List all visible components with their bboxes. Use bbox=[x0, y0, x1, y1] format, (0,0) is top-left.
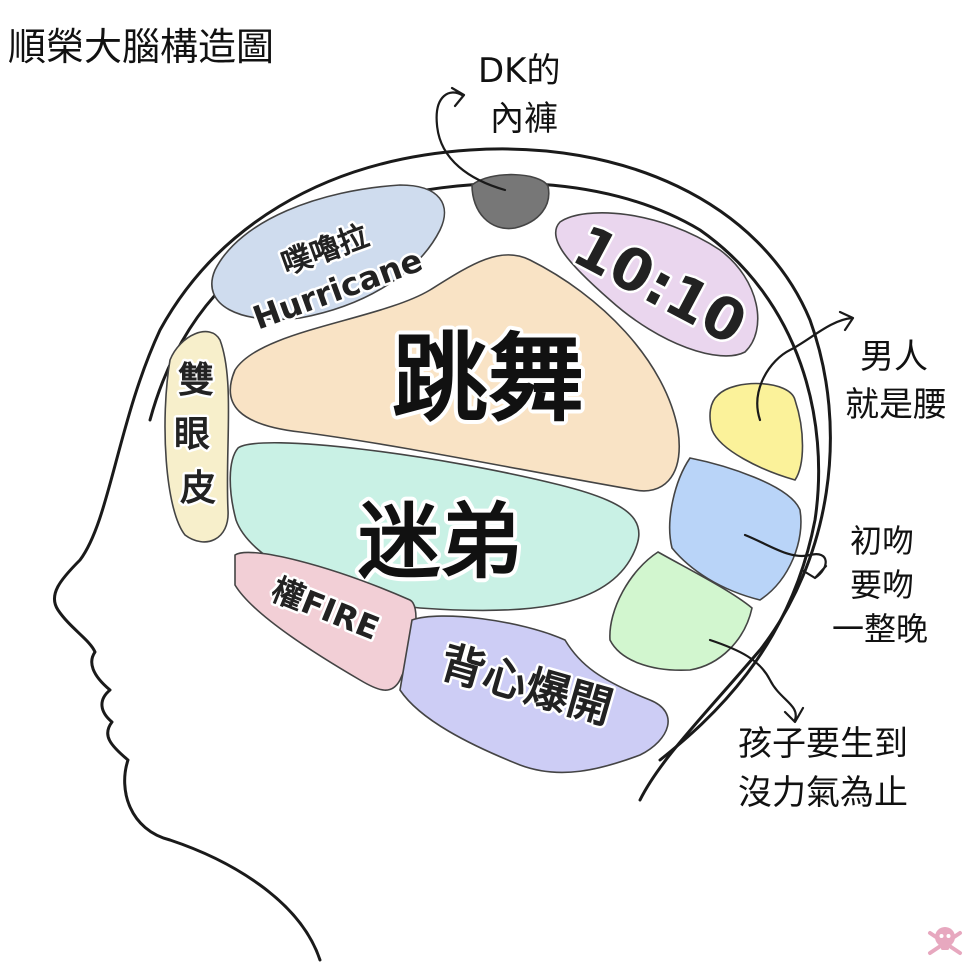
annotation-dk-underwear-line-1: DK的 bbox=[478, 51, 560, 91]
region-dk-underwear bbox=[471, 173, 550, 230]
region-double-eyelid-char-3: 皮 bbox=[180, 468, 216, 509]
region-nephew bbox=[229, 441, 640, 612]
arrow-waist bbox=[756, 310, 855, 422]
skull-crossbones-icon bbox=[928, 927, 962, 955]
region-double-eyelid-char-2: 眼 bbox=[174, 414, 210, 455]
region-double-eyelid bbox=[164, 330, 230, 543]
annotation-kiss-line-1: 初吻 bbox=[850, 522, 914, 560]
region-tenten bbox=[554, 211, 759, 357]
region-nephew-label: 迷弟 bbox=[358, 495, 522, 590]
annotation-kids-line-2: 沒力氣為止 bbox=[738, 773, 908, 813]
annotation-waist-line-1: 男人 bbox=[860, 337, 928, 377]
annotation-waist-line-2: 就是腰 bbox=[845, 385, 947, 425]
region-waist bbox=[709, 382, 804, 481]
region-kids bbox=[609, 551, 753, 671]
region-dancing bbox=[229, 254, 680, 492]
region-double-eyelid-char-1: 雙 bbox=[178, 360, 214, 401]
annotation-dk-underwear-line-2: 內褲 bbox=[490, 99, 558, 139]
annotation-kiss-line-2: 要吻 bbox=[850, 566, 914, 604]
head-outline bbox=[52, 147, 832, 962]
diagram-title: 順榮大腦構造圖 bbox=[8, 25, 274, 69]
region-dancing-label: 跳舞 bbox=[392, 323, 584, 435]
arrow-dk-underwear bbox=[435, 86, 507, 192]
region-hurricane bbox=[211, 184, 446, 321]
region-kiss-all-night bbox=[668, 457, 802, 601]
region-power-fire bbox=[234, 551, 417, 691]
region-back-explode bbox=[399, 615, 669, 774]
arrow-kids bbox=[708, 638, 805, 724]
annotation-kids-line-1: 孩子要生到 bbox=[738, 724, 908, 764]
arrow-kiss-all-night bbox=[743, 533, 828, 580]
annotation-kiss-line-3: 一整晚 bbox=[832, 610, 928, 648]
